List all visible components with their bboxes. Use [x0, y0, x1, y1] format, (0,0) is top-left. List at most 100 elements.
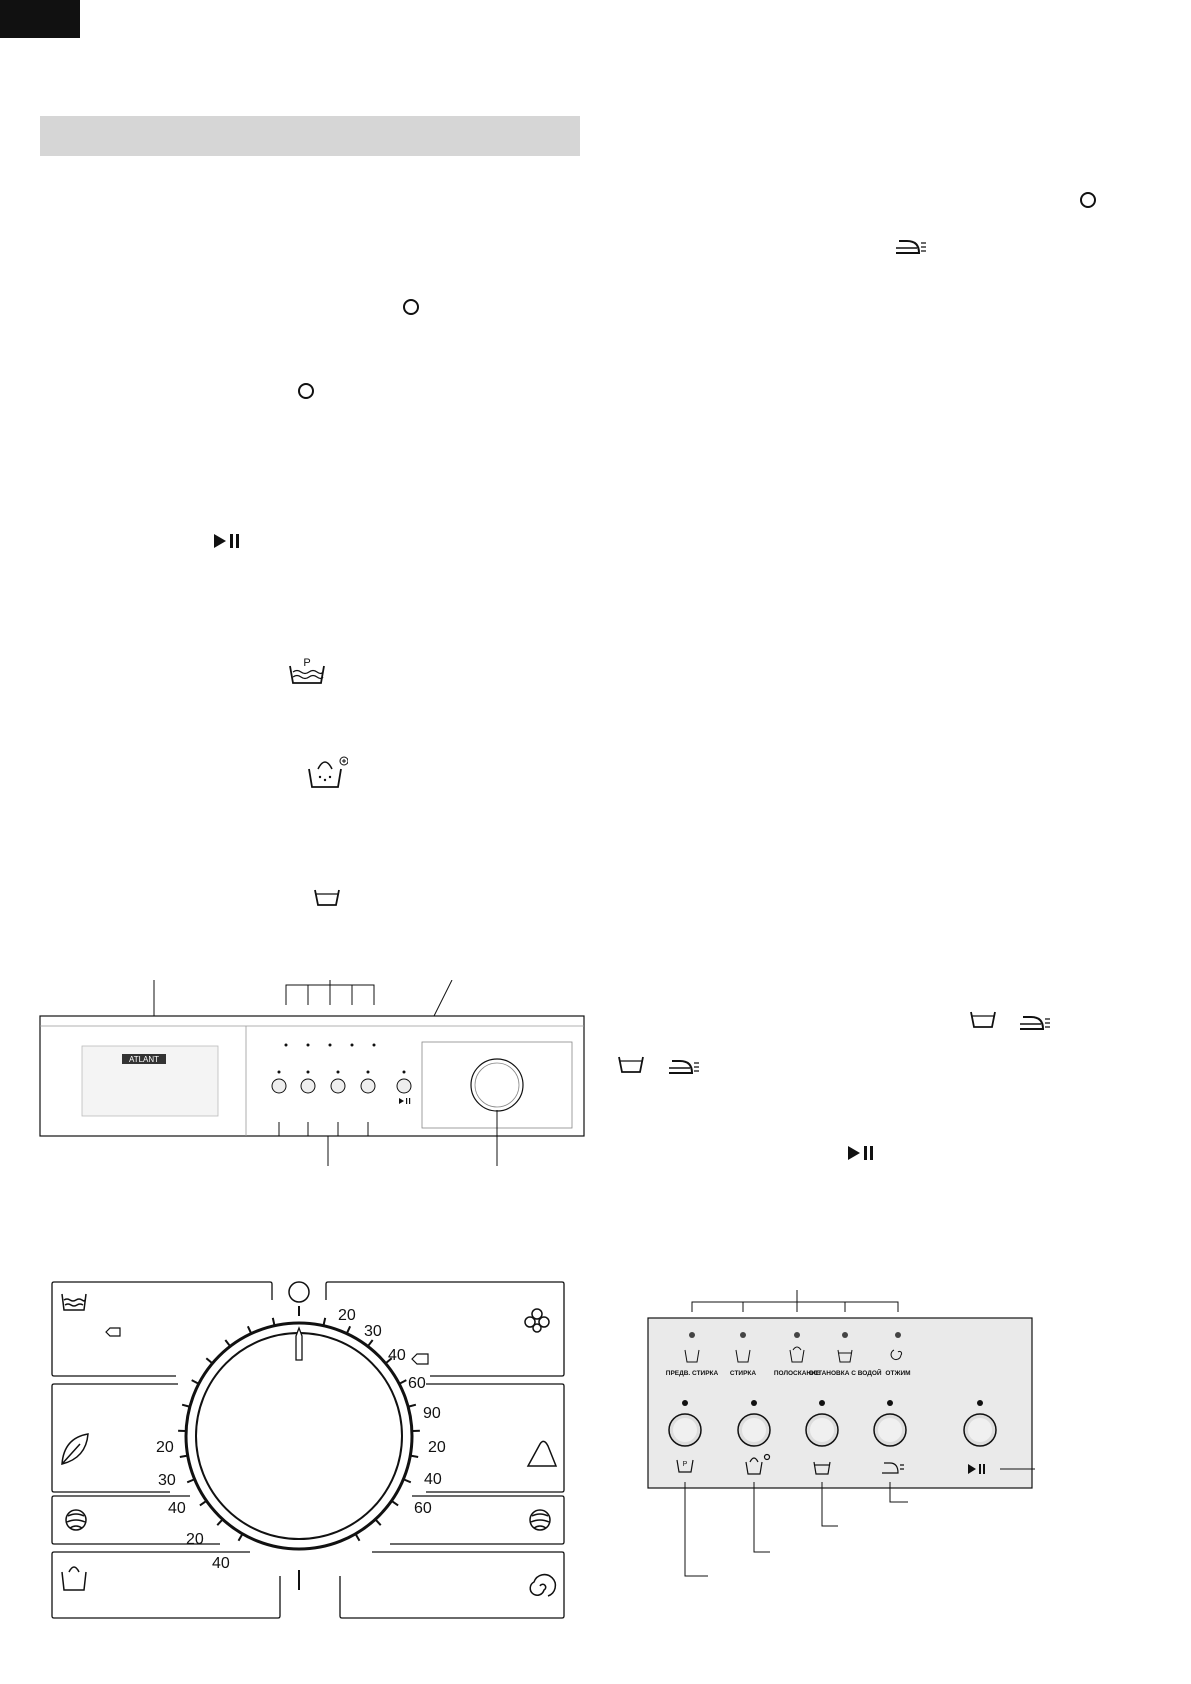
dial-tick [322, 1317, 327, 1325]
dial-tick [191, 1379, 199, 1385]
dial-tick [408, 1403, 417, 1408]
label-spin: ОТЖИМ [885, 1370, 910, 1377]
prewash-button-p: P [683, 1461, 688, 1468]
brand-label: ATLANT [129, 1055, 159, 1064]
cotton-icon [524, 1308, 550, 1333]
delicate-temp-40: 40 [168, 1500, 186, 1517]
rinse-hold-tub-icon [618, 1056, 644, 1073]
segment-wool [51, 1495, 220, 1545]
prewash-button-icon [676, 1459, 694, 1473]
synthetic-temp-20: 20 [428, 1439, 446, 1456]
start-pause-icon [848, 1146, 873, 1160]
label-prewash: ПРЕДВ. СТИРКА [666, 1370, 719, 1377]
dial-tick [367, 1339, 374, 1347]
indicator-leds-small [277, 1043, 406, 1074]
dial-tick [355, 1534, 361, 1542]
segment-delicate [51, 1383, 178, 1493]
dial-tick [216, 1519, 223, 1526]
dial-tick [346, 1325, 352, 1334]
start-pause-icon [214, 534, 239, 548]
dial-tick [391, 1500, 399, 1507]
dial-tick [246, 1325, 252, 1334]
buttons-small [271, 1078, 412, 1094]
segment-cotton [325, 1281, 565, 1377]
delicate-temp-30: 30 [158, 1472, 176, 1489]
rinse-hold-tub-icon [970, 1011, 996, 1028]
iron-button-icon [882, 1462, 899, 1474]
dial-tick [179, 1454, 187, 1458]
dial-tick [181, 1403, 190, 1408]
led-spin [895, 1332, 901, 1338]
off-position-circle [288, 1281, 310, 1303]
wool-yarn-icon [65, 1509, 87, 1531]
corner-page-tab [0, 0, 80, 38]
spin-icon [529, 1573, 557, 1597]
machine-panel-diagram: ATLANT [39, 980, 585, 1166]
label-wash: СТИРКА [730, 1370, 756, 1377]
dial-tick [199, 1500, 207, 1507]
led-rinse-hold [842, 1332, 848, 1338]
brand-plate [122, 1054, 166, 1064]
stage-spin-icon [890, 1349, 903, 1361]
label-rinse-hold: ОСТАНОВКА С ВОДОЙ [808, 1368, 881, 1377]
segment-spin [339, 1551, 565, 1619]
segment-synthetic [426, 1383, 565, 1493]
stage-prewash-icon [684, 1349, 700, 1363]
led-wash [740, 1332, 746, 1338]
dial-tick [224, 1339, 231, 1347]
dial-tick [271, 1317, 276, 1325]
section-header-bar [40, 116, 580, 156]
tag-icon [411, 1353, 429, 1365]
synthetic-icon [526, 1440, 558, 1467]
dial-tick [237, 1534, 243, 1542]
prewash-icon: P [289, 657, 325, 684]
off-circle-icon [1080, 192, 1096, 208]
program-dial-diagram: 20 30 40 60 90 20 40 60 20 30 40 20 40 [51, 1281, 565, 1619]
dial-pointer [295, 1326, 303, 1361]
control-panel-enlarged: ПРЕДВ. СТИРКА СТИРКА ПОЛОСКАНИЕ ОСТАНОВК… [647, 1290, 1035, 1577]
play-glyph [968, 1464, 976, 1474]
dial-tick [411, 1454, 419, 1458]
dial-tick [403, 1478, 412, 1484]
segment-intensive [51, 1551, 281, 1619]
dial-outer-ring [184, 1321, 414, 1551]
intensive-wash-icon [308, 756, 348, 788]
dial-knob[interactable] [195, 1332, 403, 1540]
synthetic-temp-40: 40 [424, 1471, 442, 1488]
dial-tick [385, 1357, 393, 1364]
dial-tick [399, 1379, 407, 1385]
easy-iron-icon [1020, 1016, 1050, 1030]
delicate-temp-20: 20 [156, 1439, 174, 1456]
stage-wash-icon [735, 1349, 751, 1363]
easy-iron-icon [669, 1060, 699, 1074]
segment-wool-right [390, 1495, 565, 1545]
cotton-temp-40: 40 [388, 1347, 406, 1364]
cotton-temp-60: 60 [408, 1375, 426, 1392]
rinse-hold-tub-icon [314, 889, 340, 906]
wool-yarn-icon [529, 1509, 551, 1531]
delicate-leaf-icon [61, 1433, 89, 1465]
stage-rinse-icon [789, 1349, 805, 1363]
tag-icon [105, 1327, 121, 1337]
cotton-temp-90: 90 [423, 1405, 441, 1422]
led-prewash [689, 1332, 695, 1338]
synthetic-temp-60: 60 [414, 1500, 432, 1517]
label-rinse: ПОЛОСКАНИЕ [774, 1370, 821, 1377]
led-rinse [794, 1332, 800, 1338]
prewash-p-label: P [303, 657, 310, 669]
segment-prewash [51, 1281, 273, 1377]
dial-tick [375, 1519, 382, 1526]
wool-temp-40: 40 [212, 1555, 230, 1572]
intensive-segment-icon [61, 1566, 87, 1591]
off-circle-icon [403, 299, 419, 315]
dial-tick [205, 1357, 213, 1364]
hold-button-icon [813, 1461, 831, 1475]
easy-iron-icon [896, 240, 926, 254]
wool-temp-20: 20 [186, 1531, 204, 1548]
intensive-button-icon [745, 1461, 763, 1475]
off-circle-icon [298, 383, 314, 399]
stage-hold-icon [837, 1349, 853, 1363]
prewash-segment-icon [61, 1293, 87, 1311]
cotton-temp-20: 20 [338, 1307, 356, 1324]
cotton-temp-30: 30 [364, 1323, 382, 1340]
